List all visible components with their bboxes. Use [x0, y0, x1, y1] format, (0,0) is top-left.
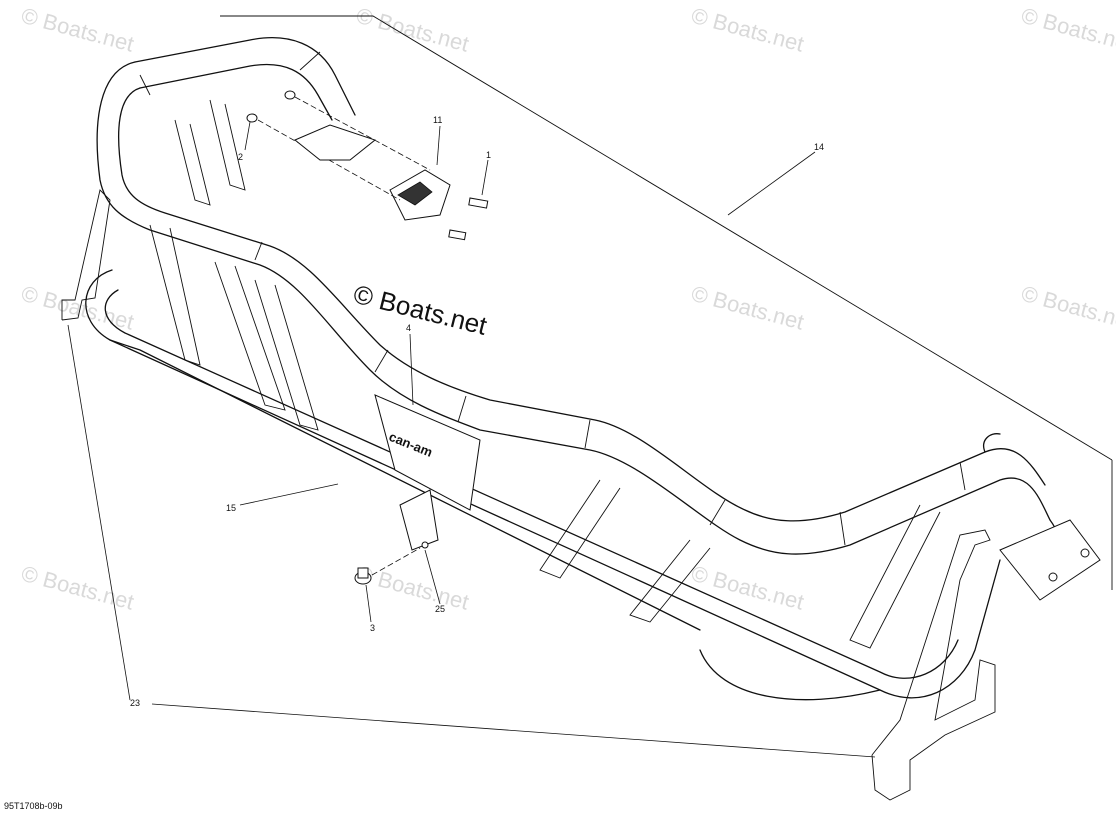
watermark: © Boats.net — [1019, 281, 1116, 335]
watermark: © Boats.net — [354, 3, 472, 57]
cargo-box-outline — [220, 15, 1113, 590]
callout-4: 4 — [406, 323, 411, 333]
bolt-3 — [354, 567, 372, 585]
watermark: © Boats.net — [689, 561, 807, 615]
reference-code: 95T1708b-09b — [4, 801, 63, 811]
latch-assembly — [246, 90, 489, 241]
callout-14: 14 — [814, 142, 824, 152]
watermark: © Boats.net — [19, 561, 137, 615]
logo-plate: can-am — [374, 394, 481, 511]
callout-2: 2 — [238, 152, 243, 162]
rack-slats — [149, 99, 941, 649]
upper-rack-rail — [96, 37, 1060, 566]
center-bracket — [371, 489, 439, 576]
callout-23: 23 — [130, 698, 140, 708]
callout-labels: 1 2 3 4 11 14 15 23 25 — [130, 115, 824, 708]
watermark: © Boats.net — [689, 281, 807, 335]
callout-15: 15 — [226, 503, 236, 513]
watermark: © Boats.net — [354, 561, 472, 615]
callout-1: 1 — [486, 150, 491, 160]
callout-3: 3 — [370, 623, 375, 633]
callout-25: 25 — [435, 604, 445, 614]
callout-11: 11 — [433, 115, 442, 125]
side-bracket-right — [871, 519, 1101, 801]
center-watermark: © Boats.net — [351, 279, 491, 341]
watermark: © Boats.net — [19, 3, 137, 57]
leader-lines — [67, 121, 876, 758]
watermark: © Boats.net — [1019, 3, 1116, 57]
watermark: © Boats.net — [689, 3, 807, 57]
side-bracket-left — [61, 189, 111, 321]
lower-frame-rail — [85, 269, 1001, 701]
watermark-grid: © Boats.net © Boats.net © Boats.net © Bo… — [19, 3, 1116, 615]
